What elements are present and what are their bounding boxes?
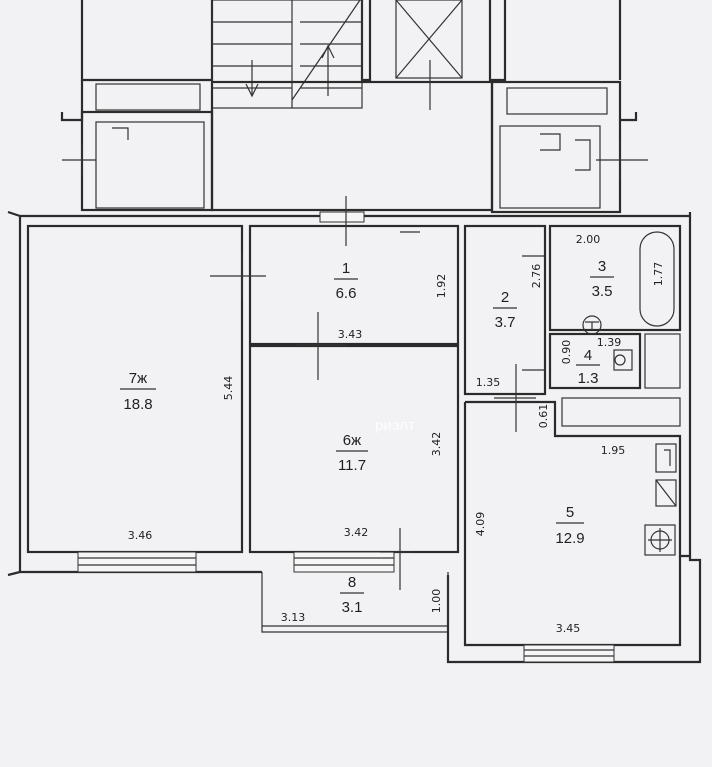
- dimension-labels: 2.00 1.77 2.76 1.92 3.43 0.90 1.39 1.3 5 …: [128, 233, 665, 635]
- dimension-label: 1.77: [652, 262, 665, 287]
- room-label-4: 4 1.3: [576, 347, 600, 387]
- room-number: 7ж: [129, 370, 147, 387]
- room-label-3: 3 3.5: [590, 258, 614, 300]
- room-label-2: 2 3.7: [493, 289, 517, 331]
- dimension-label: 1.35: [476, 376, 501, 389]
- window-room-5: [523, 644, 615, 663]
- dimension-label: 0.90: [560, 340, 573, 365]
- door-marks: [210, 196, 546, 590]
- room-area: 3.1: [342, 599, 363, 616]
- dimension-label: 1.00: [430, 589, 443, 614]
- room-label-6: 6ж 11.7: [336, 432, 368, 474]
- left-service-rooms: [60, 80, 214, 212]
- dimension-label: 3.13: [281, 611, 306, 624]
- room-number: 1: [342, 260, 350, 277]
- dimension-label: 4.09: [474, 512, 487, 537]
- dimension-label: 3.46: [128, 529, 153, 542]
- room-label-7: 7ж 18.8: [120, 370, 156, 413]
- room-label-1: 1 6.6: [334, 260, 358, 302]
- dimension-label: 1.92: [435, 274, 448, 299]
- window-room-6: [293, 551, 395, 573]
- room-number: 5: [566, 504, 574, 521]
- dimension-label: 1.39: [597, 336, 622, 349]
- kitchen-sink-icon: [655, 479, 677, 507]
- up-arrow-icon: [321, 44, 335, 96]
- windows: [77, 211, 615, 663]
- room-number: 2: [501, 289, 509, 306]
- window-room-7: [77, 551, 197, 573]
- stairwell-area: [60, 0, 648, 214]
- fixtures: [582, 315, 677, 556]
- room-number: 6ж: [343, 432, 361, 449]
- watermark: риэлт: [375, 417, 415, 434]
- entrance-door: [319, 211, 365, 223]
- kitchen-counter-icon: [655, 443, 677, 473]
- dimension-label: 2.76: [530, 264, 543, 289]
- toilet-icon: [613, 349, 633, 371]
- room-area: 3.5: [592, 283, 613, 300]
- washbasin-icon: [582, 315, 602, 335]
- room-number: 4: [584, 347, 592, 364]
- room-area: 3.7: [495, 314, 516, 331]
- dimension-label: 3.42: [344, 526, 369, 539]
- room-area: 12.9: [555, 530, 584, 547]
- room-area: 6.6: [336, 285, 357, 302]
- dimension-label: 3.45: [556, 622, 581, 635]
- room-area: 11.7: [338, 457, 366, 474]
- kitchen-stove-icon: [644, 524, 676, 556]
- room-number: 8: [348, 574, 356, 591]
- room-label-8: 8 3.1: [340, 574, 364, 616]
- room-area: 18.8: [123, 396, 152, 413]
- elevator-shaft: [395, 0, 463, 79]
- right-service-rooms: [490, 80, 648, 214]
- room-label-5: 5 12.9: [555, 504, 584, 547]
- dimension-label: 5.44: [222, 376, 235, 401]
- room-area: 1.3: [578, 370, 599, 387]
- dimension-label: 1.95: [601, 444, 626, 457]
- down-arrow-icon: [245, 60, 259, 98]
- dimension-label: 3.42: [430, 432, 443, 457]
- dimension-label: 3.43: [338, 328, 363, 341]
- dimension-label: 0.61: [537, 404, 550, 429]
- dimension-label: 2.00: [576, 233, 601, 246]
- room-number: 3: [598, 258, 606, 275]
